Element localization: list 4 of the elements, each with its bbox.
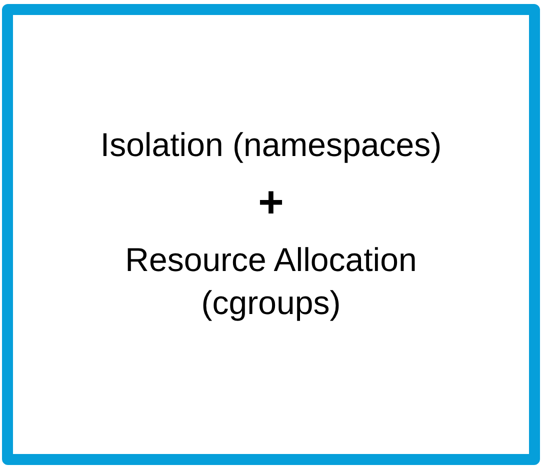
plus-sign: + xyxy=(258,181,284,226)
container-box xyxy=(2,4,540,465)
caption-text: Isolation (namespaces) xyxy=(99,125,443,166)
caption-text: Resource Allocation (cgroups) xyxy=(124,240,418,323)
